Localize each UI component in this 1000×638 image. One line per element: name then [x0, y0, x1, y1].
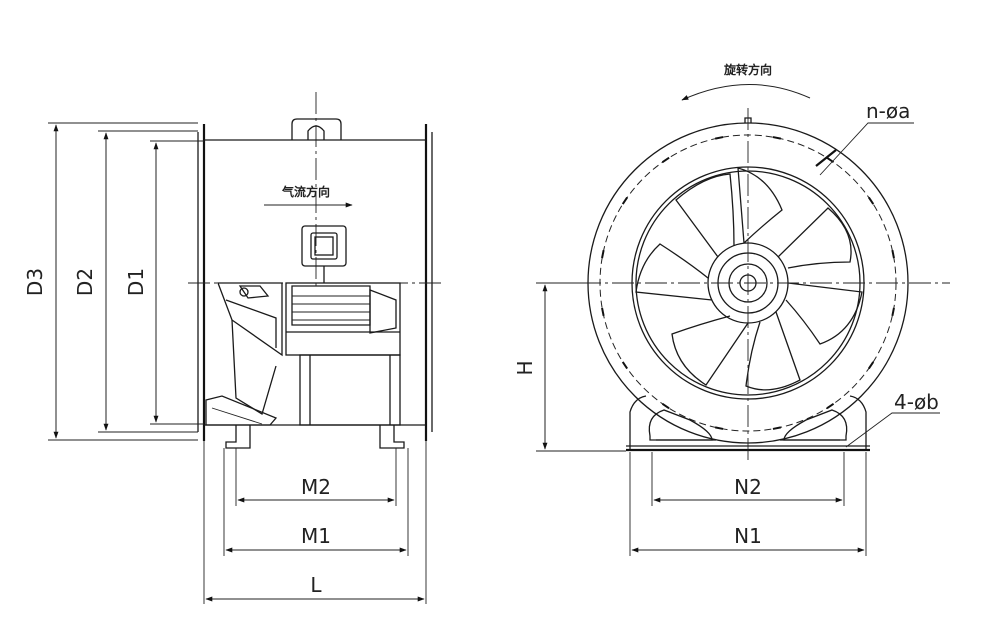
label-m1: M1: [301, 524, 331, 548]
motor: [285, 282, 401, 426]
lifting-lug: [291, 118, 342, 140]
leader-flange-holes: [819, 122, 914, 176]
label-l: L: [310, 573, 322, 597]
bolt-hole-mark: [601, 250, 605, 259]
bolt-hole-mark: [601, 307, 605, 316]
label-n2: N2: [734, 475, 762, 499]
label-base-holes: 4-øb: [894, 390, 939, 414]
bolt-hole-mark: [621, 361, 628, 370]
bolt-hole-mark: [868, 196, 875, 205]
impeller-side: [205, 282, 283, 426]
label-rotation-direction: 旋转方向: [723, 62, 772, 77]
bolt-hole-mark: [891, 250, 895, 259]
label-airflow-direction: 气流方向: [281, 184, 330, 199]
flange-bolt-holes: [601, 136, 895, 430]
side-feet: [225, 425, 405, 449]
label-d2: D2: [73, 268, 97, 296]
front-view: [546, 84, 950, 460]
label-d3: D3: [23, 268, 47, 296]
leader-base-holes: [845, 412, 940, 448]
junction-box: [301, 225, 347, 283]
bolt-hole-mark: [621, 196, 628, 205]
impeller-blades: [635, 167, 863, 391]
bolt-hole-mark: [661, 403, 670, 410]
bolt-hole-mark: [772, 426, 781, 430]
label-h: H: [513, 360, 537, 375]
rotation-arrow: [681, 84, 811, 101]
bolt-hole-mark: [772, 136, 781, 140]
side-view: [188, 92, 442, 449]
front-dimensions: [536, 282, 867, 556]
label-flange-holes: n-øa: [866, 99, 910, 123]
bolt-hole-mark: [891, 307, 895, 316]
bolt-hole-mark: [715, 136, 724, 140]
side-dimensions: [48, 122, 427, 604]
bolt-hole-mark: [715, 426, 724, 430]
label-m2: M2: [301, 475, 331, 499]
label-d1: D1: [124, 268, 148, 296]
bolt-hole-mark: [661, 156, 670, 163]
label-n1: N1: [734, 524, 762, 548]
bolt-hole-mark: [868, 361, 875, 370]
bolt-hole-mark: [826, 403, 835, 410]
